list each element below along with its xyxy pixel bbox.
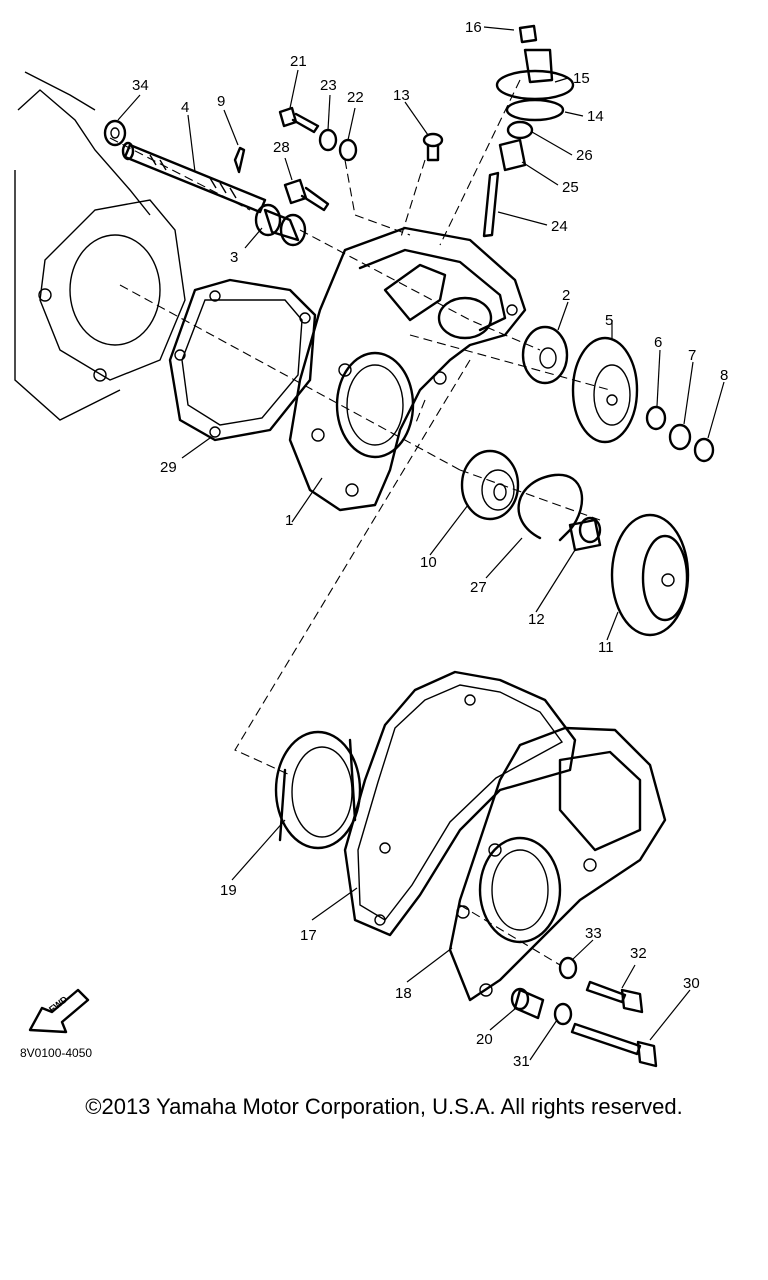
- bolt-30: [570, 1022, 658, 1068]
- nut-6: [645, 405, 667, 431]
- callout-32: 32: [630, 945, 647, 962]
- callout-34: 34: [132, 77, 149, 94]
- callout-19: 19: [220, 882, 237, 899]
- callout-27: 27: [470, 579, 487, 596]
- callout-33: 33: [585, 925, 602, 942]
- callout-2: 2: [562, 287, 570, 304]
- callout-8: 8: [720, 367, 728, 384]
- callout-7: 7: [688, 347, 696, 364]
- gear-11: [610, 513, 690, 637]
- oil-seal-19: [274, 730, 362, 850]
- bushing-3: [254, 203, 307, 247]
- alignment-lines: [109, 79, 611, 966]
- diagram-code: 8V0100-4050: [20, 1046, 93, 1060]
- callout-21: 21: [290, 53, 307, 70]
- forward-arrow-icon: FWD: [28, 988, 90, 1034]
- callout-4: 4: [181, 99, 189, 116]
- gasket-29: [168, 278, 317, 442]
- bearing-10: [460, 449, 520, 521]
- callout-28: 28: [273, 139, 290, 156]
- dowel-20: [510, 987, 545, 1020]
- bolt-28: [283, 178, 330, 212]
- washer-22: [338, 138, 358, 162]
- callout-18: 18: [395, 985, 412, 1002]
- callout-24: 24: [551, 218, 568, 235]
- main-housing: [288, 226, 527, 512]
- callout-31: 31: [513, 1053, 530, 1070]
- washer-34: [103, 119, 127, 147]
- callout-10: 10: [420, 554, 437, 571]
- callout-13: 13: [393, 87, 410, 104]
- clip-8: [693, 437, 715, 463]
- callout-3: 3: [230, 249, 238, 266]
- callout-26: 26: [576, 147, 593, 164]
- bearing-2: [521, 325, 569, 385]
- copyright-notice: ©2013 Yamaha Motor Corporation, U.S.A. A…: [85, 1094, 683, 1119]
- callout-17: 17: [300, 927, 317, 944]
- callout-22: 22: [347, 89, 364, 106]
- washer-7: [668, 423, 692, 451]
- exploded-parts-diagram: FWD 34 4 9 21 23 22 28 13 16 15 14 26 25…: [14, 19, 728, 1070]
- engine-case-outline: [14, 71, 186, 421]
- gear-5: [571, 336, 639, 444]
- bolt-32: [585, 980, 644, 1014]
- gasket-17: [343, 670, 577, 937]
- cover-18: [448, 726, 667, 1002]
- callout-6: 6: [654, 334, 662, 351]
- washer-31: [553, 1002, 573, 1026]
- callout-15: 15: [573, 70, 590, 87]
- top-assembly: [482, 24, 575, 238]
- screw-13: [422, 132, 444, 162]
- fwd-label: FWD: [47, 994, 70, 1015]
- leader-lines: [117, 26, 725, 1061]
- callout-16: 16: [465, 19, 482, 36]
- callout-25: 25: [562, 179, 579, 196]
- bolt-21: [278, 106, 320, 134]
- pin-12: [568, 516, 602, 552]
- washer-33: [558, 956, 578, 980]
- callout-30: 30: [683, 975, 700, 992]
- callout-5: 5: [605, 312, 613, 329]
- callout-23: 23: [320, 77, 337, 94]
- circlip-27: [517, 473, 584, 542]
- callout-11: 11: [598, 639, 614, 656]
- callout-1: 1: [285, 512, 293, 529]
- part-callouts: 34 4 9 21 23 22 28 13 16 15 14 26 25 24 …: [132, 19, 728, 1070]
- callout-14: 14: [587, 108, 604, 125]
- washer-23: [318, 128, 338, 152]
- callout-29: 29: [160, 459, 177, 476]
- callout-20: 20: [476, 1031, 493, 1048]
- callout-9: 9: [217, 93, 225, 110]
- callout-12: 12: [528, 611, 545, 628]
